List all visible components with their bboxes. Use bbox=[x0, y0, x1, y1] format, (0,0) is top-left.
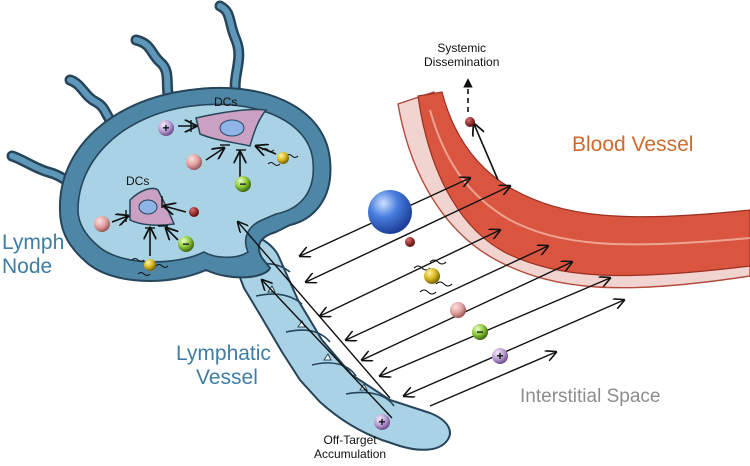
interstitial-space-label: Interstitial Space bbox=[520, 386, 661, 407]
lymph-node-label: Lymph Node bbox=[2, 231, 64, 279]
svg-text:+: + bbox=[378, 415, 385, 429]
svg-text:+: + bbox=[496, 349, 503, 363]
svg-text:−: − bbox=[239, 177, 246, 191]
negative-particle-interstitial: − bbox=[472, 324, 488, 340]
systemic-dissemination-line1: Systemic bbox=[437, 41, 487, 55]
lymph-node bbox=[58, 86, 332, 282]
systemic-dissemination-line2: Dissemination bbox=[424, 54, 500, 69]
lymph-node-label-line2: Node bbox=[2, 255, 53, 279]
blood-vessel-label: Blood Vessel bbox=[572, 133, 694, 156]
systemic-dissemination-label: Systemic Dissemination bbox=[424, 41, 500, 70]
negative-particle-node-lower: − bbox=[178, 236, 194, 252]
node-internal-arrows bbox=[111, 126, 277, 256]
small-dark-particle-node bbox=[189, 207, 199, 217]
transport-arrows bbox=[300, 178, 624, 407]
blood-vessel bbox=[397, 91, 750, 289]
lymphatic-vessel-label: Lymphatic Vessel bbox=[176, 342, 271, 390]
off-target-accumulation-label: Off-Target Accumulation bbox=[314, 433, 387, 462]
lymphatic-vessel bbox=[226, 226, 451, 451]
lymphatic-vessel-label-line2: Vessel bbox=[196, 366, 258, 390]
svg-text:−: − bbox=[182, 237, 189, 251]
dendritic-cell-upper bbox=[195, 108, 268, 147]
lymph-node-label-line1: Lymph bbox=[2, 231, 65, 254]
polymer-particle-node-upper bbox=[261, 148, 299, 166]
dc-label-lower: DCs bbox=[126, 174, 150, 188]
polymer-particle-interstitial bbox=[413, 259, 453, 295]
positive-particle-off-target: + bbox=[374, 414, 390, 430]
large-particle bbox=[368, 190, 412, 234]
small-dark-particle-interstitial bbox=[405, 237, 415, 247]
off-target-line1: Off-Target bbox=[323, 433, 377, 447]
negative-particle-node-upper: − bbox=[235, 176, 251, 192]
small-dark-particle-blood bbox=[465, 117, 475, 127]
lymphatic-vessel-label-line1: Lymphatic bbox=[176, 342, 271, 365]
pink-particle-node-lower bbox=[94, 216, 110, 232]
pink-particle-node-upper bbox=[186, 154, 202, 170]
off-target-line2: Accumulation bbox=[314, 446, 387, 461]
svg-text:+: + bbox=[162, 121, 169, 135]
dc-receptors bbox=[125, 120, 246, 229]
svg-text:−: − bbox=[476, 325, 483, 339]
polymer-particle-node-lower bbox=[131, 258, 169, 276]
positive-particle-node: + bbox=[158, 120, 174, 136]
systemic-dissemination-arrows bbox=[463, 78, 499, 181]
lymphatic-flow-arrows bbox=[238, 222, 393, 419]
positive-particle-interstitial: + bbox=[492, 348, 508, 364]
dc-label-upper: DCs bbox=[214, 95, 238, 109]
pink-particle-interstitial bbox=[450, 302, 466, 318]
particles: − − − + + + bbox=[94, 117, 508, 430]
